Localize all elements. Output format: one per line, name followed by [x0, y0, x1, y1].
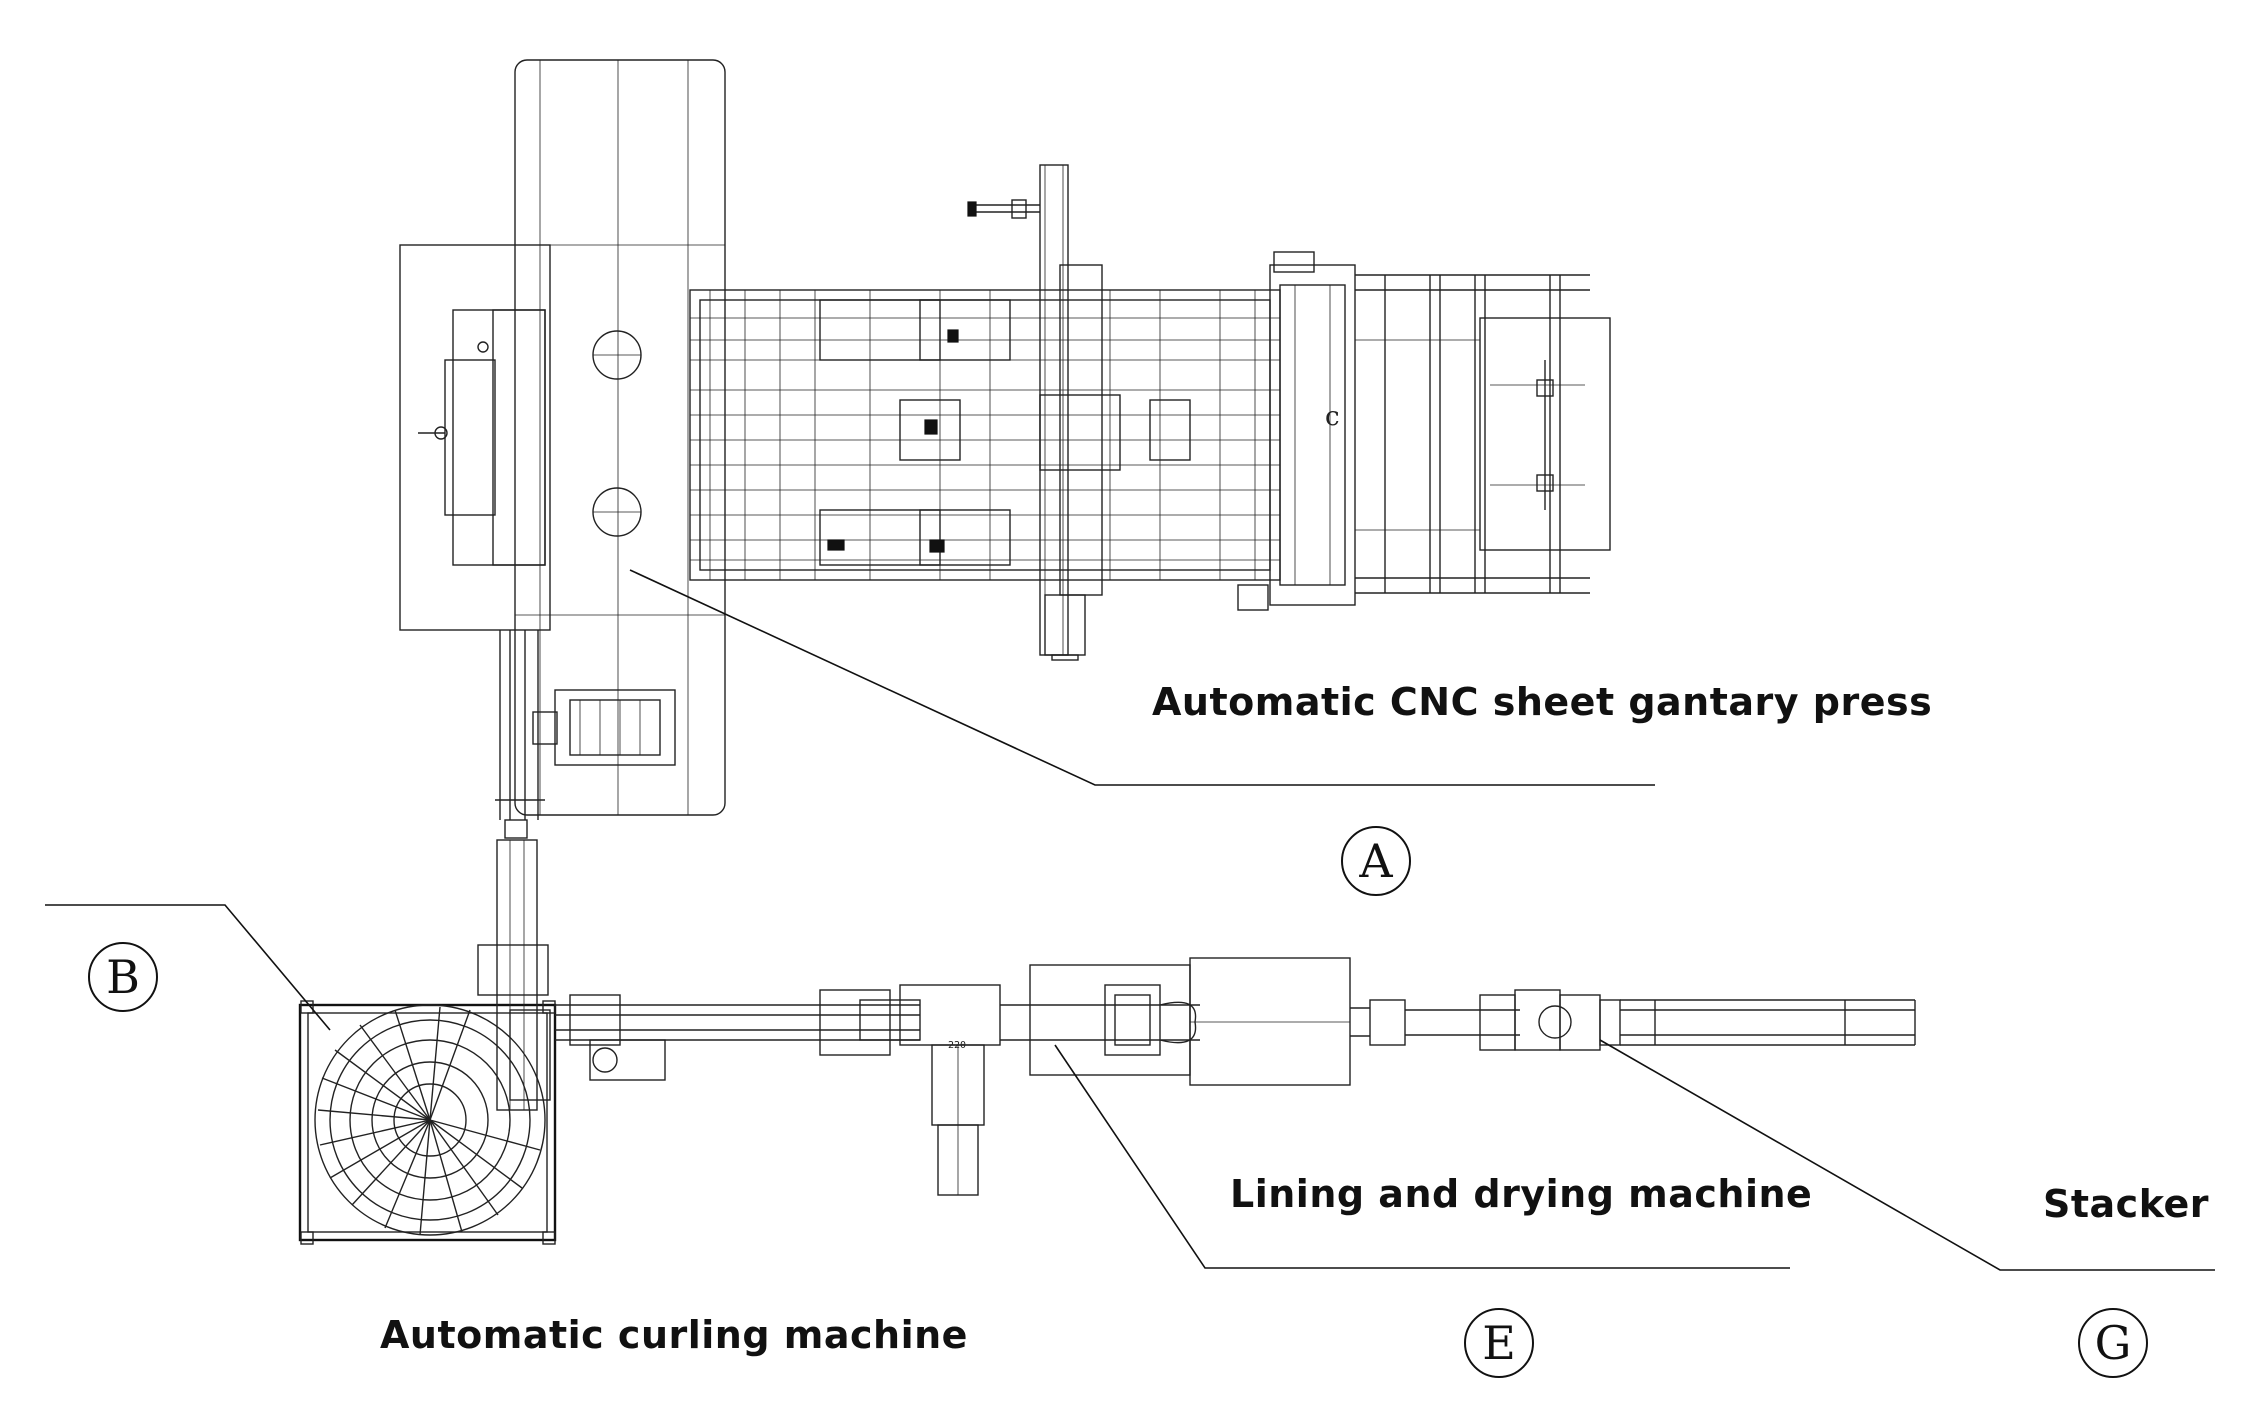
label-curling: Automatic curling machine — [380, 1313, 968, 1357]
leader-stacker — [1599, 1039, 2215, 1271]
label-stacker: Stacker — [2043, 1182, 2209, 1226]
marker-b: B — [88, 942, 158, 1012]
press-tag: c — [1325, 402, 1340, 432]
gantry-press-machine: c — [399, 59, 1611, 839]
marker-g: G — [2078, 1308, 2148, 1378]
marker-e: E — [1464, 1308, 1534, 1378]
lining-and-drying-machine: 220 — [555, 957, 1370, 1196]
label-lining: Lining and drying machine — [1230, 1172, 1813, 1216]
stacker-machine — [1369, 989, 1916, 1051]
leader-curling — [45, 904, 331, 1031]
marker-a: A — [1341, 826, 1411, 896]
label-gantry-press: Automatic CNC sheet gantary press — [1152, 680, 1933, 724]
conveyor-tag: 220 — [948, 1040, 966, 1051]
leader-lining — [1054, 1044, 1790, 1269]
curling-machine — [298, 839, 557, 1245]
leader-gantry-press — [629, 569, 1655, 786]
